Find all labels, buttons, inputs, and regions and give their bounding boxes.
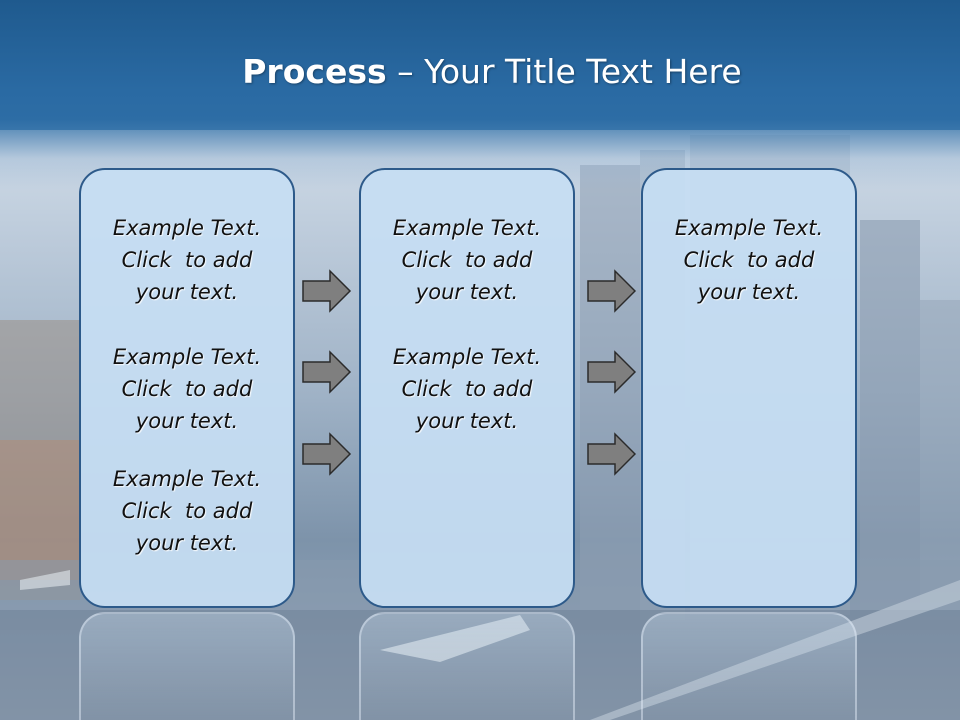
text-line: your text. [415, 409, 519, 433]
right-arrow-icon[interactable] [587, 432, 637, 476]
right-arrow-icon[interactable] [302, 350, 352, 394]
text-line: your text. [697, 280, 801, 304]
text-line: your text. [135, 280, 239, 304]
text-line: Example Text. [112, 467, 262, 491]
text-block[interactable]: Example Text. Click to add your text. [81, 463, 293, 559]
panel-reflection [641, 612, 857, 720]
text-block[interactable]: Example Text. Click to add your text. [361, 341, 573, 437]
text-line: Example Text. [392, 216, 542, 240]
text-line: Example Text. [112, 345, 262, 369]
text-line: Example Text. [392, 345, 542, 369]
process-step-panel-2[interactable]: Example Text. Click to add your text. Ex… [359, 168, 575, 608]
text-block[interactable]: Example Text. Click to add your text. [643, 212, 855, 308]
text-line: Click to add [683, 248, 815, 272]
header-band [0, 0, 960, 130]
right-arrow-icon[interactable] [587, 269, 637, 313]
text-line: Click to add [121, 377, 253, 401]
text-line: Example Text. [674, 216, 824, 240]
title-rest-part: – Your Title Text Here [386, 52, 742, 91]
text-line: Click to add [121, 499, 253, 523]
process-step-panel-3[interactable]: Example Text. Click to add your text. [641, 168, 857, 608]
text-line: Click to add [401, 377, 533, 401]
text-block[interactable]: Example Text. Click to add your text. [361, 212, 573, 308]
text-line: Click to add [401, 248, 533, 272]
title-bold-part: Process [242, 52, 387, 91]
text-line: Example Text. [112, 216, 262, 240]
text-block[interactable]: Example Text. Click to add your text. [81, 341, 293, 437]
panel-reflection [79, 612, 295, 720]
text-line: Click to add [121, 248, 253, 272]
right-arrow-icon[interactable] [302, 432, 352, 476]
text-block[interactable]: Example Text. Click to add your text. [81, 212, 293, 308]
text-line: your text. [415, 280, 519, 304]
text-line: your text. [135, 409, 239, 433]
right-arrow-icon[interactable] [302, 269, 352, 313]
right-arrow-icon[interactable] [587, 350, 637, 394]
slide-title[interactable]: Process – Your Title Text Here [0, 52, 960, 91]
process-step-panel-1[interactable]: Example Text. Click to add your text. Ex… [79, 168, 295, 608]
text-line: your text. [135, 531, 239, 555]
panel-reflection [359, 612, 575, 720]
